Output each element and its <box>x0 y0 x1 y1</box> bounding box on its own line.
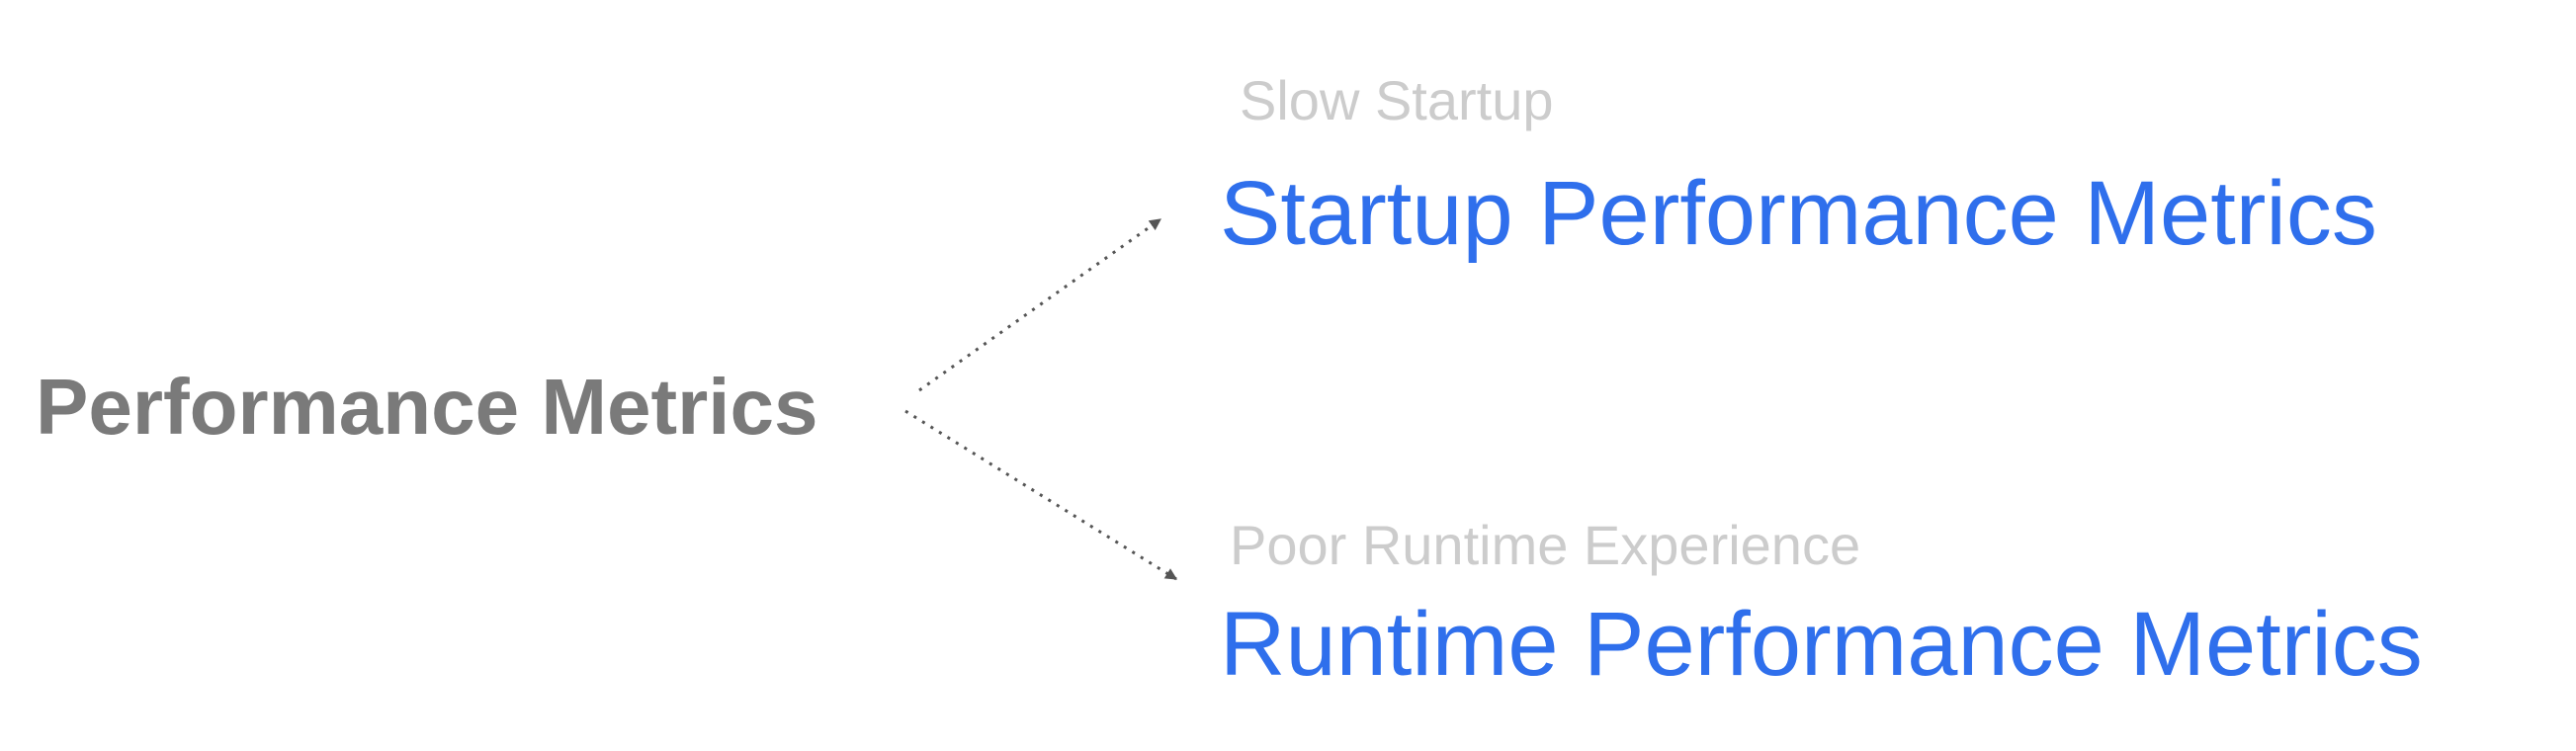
branch-label-runtime: Runtime Performance Metrics <box>1220 594 2423 695</box>
branch-label-startup: Startup Performance Metrics <box>1220 163 2377 264</box>
branch-caption-startup: Slow Startup <box>1240 69 1554 131</box>
branch-caption-runtime: Poor Runtime Experience <box>1230 514 1861 576</box>
connector-arrow-bottom <box>904 409 1178 581</box>
root-node-label: Performance Metrics <box>36 363 818 451</box>
connector-arrow-top <box>918 217 1161 392</box>
